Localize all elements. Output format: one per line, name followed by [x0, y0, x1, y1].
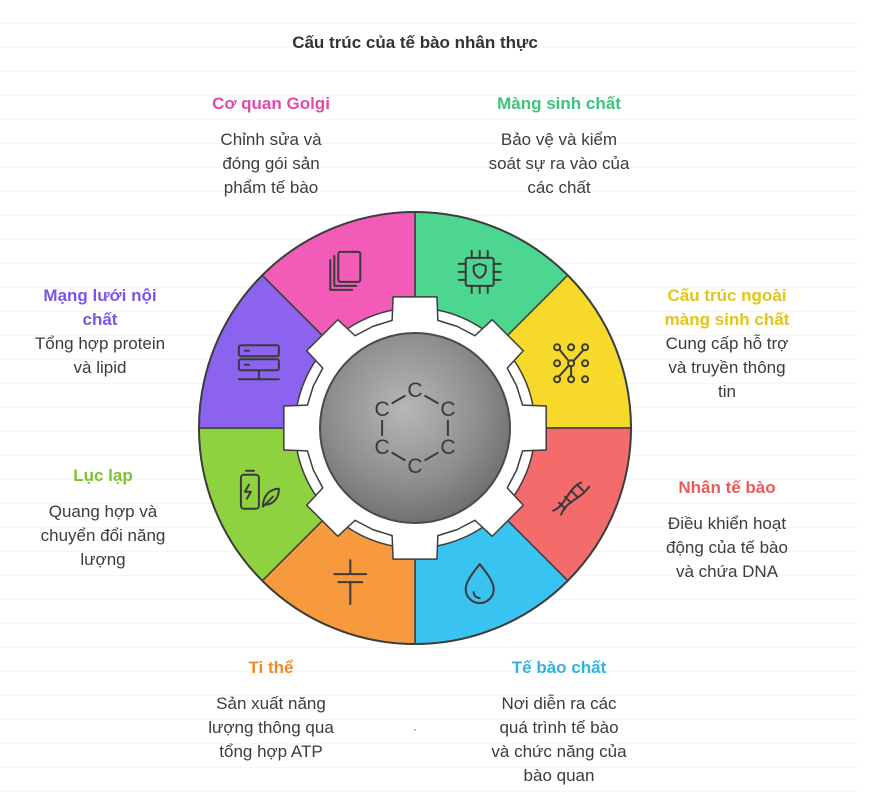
bond-line: [424, 451, 439, 462]
droplet-icon: [464, 563, 495, 605]
center-hub: [319, 332, 511, 524]
server-icon: [237, 344, 280, 381]
desc-line: Bảo vệ và kiểm: [500, 130, 618, 149]
desc-line: Nơi diễn ra các: [501, 694, 617, 713]
desc-line: các chất: [527, 178, 591, 197]
dna-icon: [552, 481, 591, 516]
desc-line: và lipid: [73, 358, 127, 377]
desc-line: Sản xuất năng: [216, 694, 326, 713]
chip-shield-icon: [457, 249, 502, 294]
outer-ring: [198, 211, 632, 645]
head-line: Cấu trúc ngoài: [667, 286, 787, 305]
label-nucleus: Nhân tế bào Điều khiển hoạt động của tế …: [627, 476, 827, 584]
head-line: Mạng lưới nội: [43, 286, 157, 305]
label-chloroplast-head: Lục lạp: [73, 466, 133, 485]
bond-line: [391, 451, 406, 462]
desc-line: bào quan: [523, 766, 595, 785]
desc-line: và chức năng của: [491, 742, 627, 761]
label-golgi-desc: Chỉnh sửa và đóng gói sản phẩm tế bào: [171, 128, 371, 200]
label-er-desc: Tổng hợp protein và lipid: [0, 332, 200, 380]
label-er-head: Mạng lưới nội chất: [0, 284, 200, 332]
label-mitochondria: Ti thể Sản xuất năng lượng thông qua tổn…: [171, 656, 371, 764]
carbon-atom-label: C: [440, 398, 455, 421]
label-mitochondria-head: Ti thể: [248, 658, 294, 677]
label-er: Mạng lưới nội chất Tổng hợp protein và l…: [0, 284, 200, 380]
label-golgi-head: Cơ quan Golgi: [212, 94, 330, 113]
desc-line: và truyền thông: [668, 358, 786, 377]
desc-line: Chỉnh sửa và: [220, 130, 322, 149]
bond-line: [391, 394, 406, 405]
carbon-atom-label: C: [375, 436, 390, 459]
desc-line: chuyển đổi năng: [40, 526, 166, 545]
label-nucleus-head: Nhân tế bào: [678, 478, 776, 497]
desc-line: Tổng hợp protein: [34, 334, 166, 353]
label-nucleus-desc: Điều khiển hoạt động của tế bào và chứa …: [627, 512, 827, 584]
desc-line: động của tế bào: [666, 538, 788, 557]
carbon-atom-label: C: [375, 398, 390, 421]
label-membrane-head: Màng sinh chất: [497, 94, 621, 113]
desc-line: tin: [718, 382, 736, 401]
carbon-atom-label: C: [407, 455, 422, 478]
capacitor-icon: [333, 559, 368, 606]
label-cytoplasm-desc: Nơi diễn ra các quá trình tế bào và chức…: [459, 692, 659, 788]
label-golgi: Cơ quan Golgi Chỉnh sửa và đóng gói sản …: [171, 92, 371, 200]
label-chloroplast: Lục lạp Quang hợp và chuyển đổi năng lượ…: [3, 464, 203, 572]
label-cytoplasm: Tế bào chất Nơi diễn ra các quá trình tế…: [459, 656, 659, 788]
label-cytoplasm-head: Tế bào chất: [511, 658, 607, 677]
desc-line: lượng thông qua: [208, 718, 334, 737]
bond-line: [424, 394, 439, 405]
desc-line: Cung cấp hỗ trợ: [665, 334, 789, 353]
stray-dot: ·: [413, 722, 417, 736]
network-icon: [553, 343, 590, 384]
carbon-atom-label: C: [440, 436, 455, 459]
label-extracellular-desc: Cung cấp hỗ trợ và truyền thông tin: [627, 332, 827, 404]
label-extracellular: Cấu trúc ngoài màng sinh chất Cung cấp h…: [627, 284, 827, 404]
carbon-atom-label: C: [407, 379, 422, 402]
desc-line: quá trình tế bào: [499, 718, 619, 737]
label-membrane-desc: Bảo vệ và kiểm soát sự ra vào của các ch…: [459, 128, 659, 200]
head-line: chất: [82, 310, 118, 329]
label-chloroplast-desc: Quang hợp và chuyển đổi năng lượng: [3, 500, 203, 572]
desc-line: Điều khiển hoạt: [667, 514, 787, 533]
label-membrane: Màng sinh chất Bảo vệ và kiểm soát sự ra…: [459, 92, 659, 200]
desc-line: đóng gói sản: [222, 154, 320, 173]
desc-line: lượng: [80, 550, 126, 569]
desc-line: tổng hợp ATP: [219, 742, 323, 761]
label-mitochondria-desc: Sản xuất năng lượng thông qua tổng hợp A…: [171, 692, 371, 764]
desc-line: soát sự ra vào của: [488, 154, 630, 173]
label-extracellular-head: Cấu trúc ngoài màng sinh chất: [627, 284, 827, 332]
desc-line: Quang hợp và: [48, 502, 158, 521]
desc-line: và chứa DNA: [675, 562, 779, 581]
battery-leaf-icon: [239, 469, 280, 510]
head-line: màng sinh chất: [664, 310, 790, 329]
page-title: Cấu trúc của tế bào nhân thực: [292, 33, 538, 52]
documents-icon: [329, 250, 362, 291]
desc-line: phẩm tế bào: [223, 178, 319, 197]
